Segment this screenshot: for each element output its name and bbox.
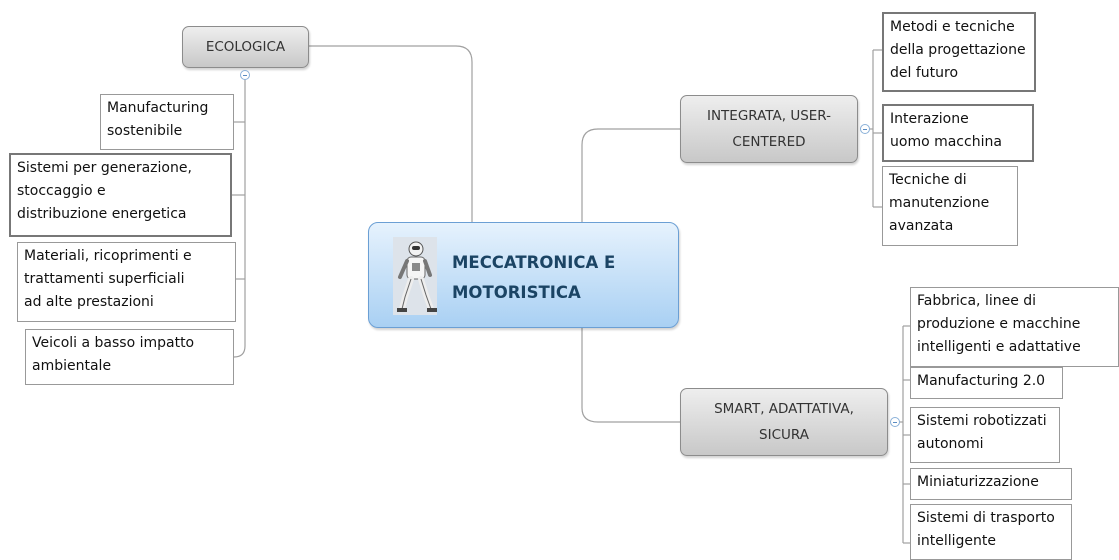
robot-icon [393,237,437,315]
sub-topic-line: Veicoli a basso impatto [32,335,195,351]
sub-topic-sistemi-trasporto[interactable]: Sistemi di trasporto intelligente [910,504,1072,560]
collapse-toggle-integrata-icon[interactable] [860,124,870,134]
sub-topic-line: Manufacturing 2.0 [917,373,1046,389]
sub-topic-line: Sistemi di trasporto [917,510,1055,526]
sub-topic-line: manutenzione [889,195,990,211]
central-title-line-2: MOTORISTICA [452,283,581,302]
sub-topic-veicoli[interactable]: Veicoli a basso impatto ambientale [25,329,234,385]
central-title: MECCATRONICA E MOTORISTICA [452,248,615,308]
topic-integrata-label-line-1: INTEGRATA, USER- [706,108,832,124]
sub-topic-line: Miniaturizzazione [917,474,1039,490]
sub-topic-fabbrica[interactable]: Fabbrica, linee di produzione e macchine… [910,287,1119,367]
sub-topic-line: avanzata [889,218,954,234]
sub-topic-sistemi-robotizzati[interactable]: Sistemi robotizzati autonomi [910,407,1060,463]
sub-topic-line: trattamenti superficiali [24,271,185,287]
sub-topic-line: Fabbrica, linee di [917,293,1037,309]
topic-smart-label-line-2: SICURA [759,427,809,443]
sub-topic-materiali[interactable]: Materiali, ricoprimenti e trattamenti su… [17,242,236,322]
sub-topic-line: intelligenti e adattative [917,339,1081,355]
sub-topic-line: Sistemi per generazione, [17,160,192,176]
sub-topic-line: distribuzione energetica [17,206,187,222]
sub-topic-manufacturing-sostenibile[interactable]: Manufacturing sostenibile [100,94,234,150]
central-title-line-1: MECCATRONICA E [452,253,616,272]
sub-topic-manufacturing-2-0[interactable]: Manufacturing 2.0 [910,367,1063,399]
sub-topic-line: Manufacturing [107,100,209,116]
topic-ecologica[interactable]: ECOLOGICA [182,26,309,68]
sub-topic-line: della progettazione [890,42,1026,58]
sub-topic-line: Interazione [890,111,969,127]
sub-topic-line: ambientale [32,358,112,374]
sub-topic-line: intelligente [917,533,997,549]
topic-ecologica-label: ECOLOGICA [205,39,286,55]
sub-topic-line: Tecniche di [889,172,967,188]
sub-topic-line: sostenibile [107,123,183,139]
sub-topic-interazione-uomo-macchina[interactable]: Interazione uomo macchina [882,104,1034,162]
sub-topic-line: autonomi [917,436,984,452]
collapse-toggle-smart-icon[interactable] [890,417,900,427]
sub-topic-line: produzione e macchine [917,316,1081,332]
central-topic[interactable]: MECCATRONICA E MOTORISTICA [368,222,679,328]
collapse-toggle-ecologica-icon[interactable] [240,70,250,80]
sub-topic-line: del futuro [890,65,959,81]
topic-integrata-user-centered[interactable]: INTEGRATA, USER- CENTERED [680,95,858,163]
sub-topic-miniaturizzazione[interactable]: Miniaturizzazione [910,468,1072,500]
sub-topic-tecniche-manutenzione[interactable]: Tecniche di manutenzione avanzata [882,166,1018,246]
topic-smart-label-line-1: SMART, ADATTATIVA, [714,401,854,417]
sub-topic-line: ad alte prestazioni [24,294,154,310]
sub-topic-line: Sistemi robotizzati [917,413,1047,429]
sub-topic-metodi-tecniche[interactable]: Metodi e tecniche della progettazione de… [882,12,1036,92]
sub-topic-line: uomo macchina [890,134,1002,150]
topic-smart-adattativa-sicura[interactable]: SMART, ADATTATIVA, SICURA [680,388,888,456]
sub-topic-line: Metodi e tecniche [890,19,1015,35]
sub-topic-line: Materiali, ricoprimenti e [24,248,192,264]
sub-topic-sistemi-energetici[interactable]: Sistemi per generazione, stoccaggio e di… [9,153,232,237]
sub-topic-line: stoccaggio e [17,183,106,199]
topic-integrata-label-line-2: CENTERED [732,134,806,150]
